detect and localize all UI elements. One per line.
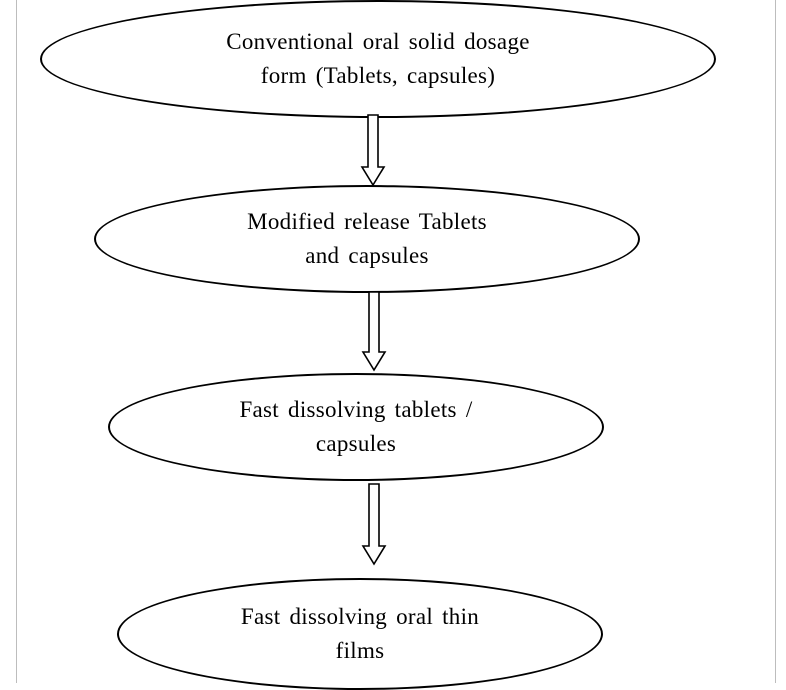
node-label-line-2: form (Tablets, capsules) [260, 63, 496, 88]
node-label: Conventional oral solid dosage form (Tab… [98, 25, 658, 93]
node-label-line-1: Modified release Tablets [247, 209, 487, 234]
arrow-down-2 [361, 291, 387, 372]
node-fast-dissolving-oral-thin-films: Fast dissolving oral thin films [117, 578, 603, 690]
node-label-line-1: Conventional oral solid dosage [226, 29, 530, 54]
node-conventional-oral-solid-dosage: Conventional oral solid dosage form (Tab… [40, 0, 716, 118]
node-label-line-2: films [335, 638, 385, 663]
node-fast-dissolving-tablets: Fast dissolving tablets / capsules [108, 373, 604, 481]
node-label: Modified release Tablets and capsules [157, 205, 577, 273]
node-label-line-1: Fast dissolving tablets / [239, 397, 473, 422]
node-modified-release: Modified release Tablets and capsules [94, 185, 640, 293]
node-label-line-2: capsules [315, 431, 397, 456]
diagram-frame [16, 0, 776, 683]
arrow-down-3 [361, 483, 387, 566]
node-label: Fast dissolving tablets / capsules [146, 393, 566, 461]
arrow-down-1 [360, 114, 386, 187]
node-label-line-2: and capsules [305, 243, 429, 268]
node-label-line-1: Fast dissolving oral thin [240, 604, 480, 629]
node-label: Fast dissolving oral thin films [160, 600, 560, 668]
